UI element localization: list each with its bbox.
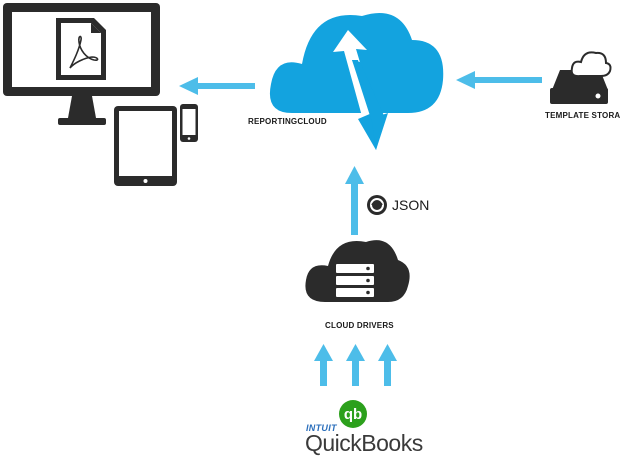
- intuit-label: INTUIT: [306, 423, 337, 433]
- reporting-cloud-icon: [269, 13, 444, 150]
- cloud-drivers-label: CLOUD DRIVERS: [325, 321, 394, 330]
- storage-drive-icon: [550, 51, 612, 104]
- quickbooks-badge-text: qb: [344, 406, 362, 423]
- tablet-icon: [114, 106, 177, 186]
- arrows-up-to-drivers: [314, 344, 397, 386]
- phone-icon: [180, 104, 198, 142]
- json-logo-icon: [367, 195, 387, 215]
- quickbooks-logo-icon: qb: [339, 400, 367, 428]
- arrow-from-storage: [456, 71, 542, 89]
- quickbooks-wordmark: QuickBooks: [305, 430, 423, 456]
- pdf-document-icon: [56, 18, 106, 80]
- reporting-cloud-label: REPORTINGCLOUD: [248, 117, 327, 126]
- arrow-json-up: [345, 166, 364, 235]
- arrow-to-devices: [179, 77, 255, 95]
- template-storage-label: TEMPLATE STORAGE: [545, 111, 620, 120]
- cloud-server-icon: [305, 240, 410, 302]
- json-label: JSON: [392, 197, 430, 213]
